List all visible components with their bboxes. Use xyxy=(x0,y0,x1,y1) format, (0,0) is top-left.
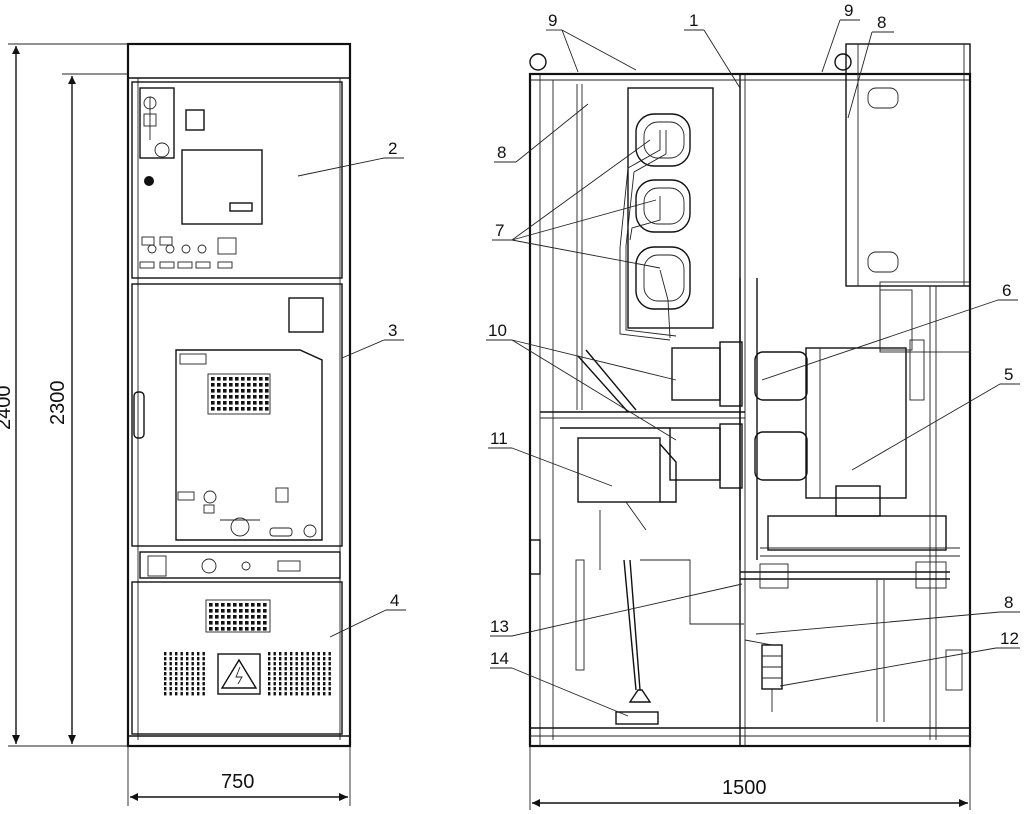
front-cabinet-outline xyxy=(126,42,352,748)
callout-8-left: 8 xyxy=(497,143,506,162)
busbar-insulator-1 xyxy=(635,113,691,167)
dim-cabinet-height: 2300 xyxy=(47,381,69,426)
callout-1: 1 xyxy=(689,11,698,30)
front-vent-grille-upper xyxy=(207,373,271,415)
side-callouts: 1 9 9 8 8 7 10 11 13 xyxy=(486,1,1020,717)
lifting-eye-left xyxy=(529,53,547,71)
dim-side-depth: 1500 xyxy=(722,777,767,799)
lv-compartment-side xyxy=(845,43,971,287)
callout-8-top: 8 xyxy=(877,13,886,32)
breaker-pole-upper xyxy=(754,351,808,401)
lifting-eye-right xyxy=(834,53,852,71)
callout-12: 12 xyxy=(1000,629,1019,648)
breaker-truck xyxy=(767,515,947,551)
front-dimensions: 2400 2300 750 xyxy=(0,43,351,806)
meter-display xyxy=(181,149,263,225)
vacuum-circuit-breaker xyxy=(805,347,907,499)
callout-4: 4 xyxy=(390,591,399,610)
breaker-compartment-door xyxy=(131,283,343,547)
callout-7: 7 xyxy=(495,221,504,240)
busbar-chamber xyxy=(627,87,714,329)
callout-14: 14 xyxy=(490,649,509,668)
callout-6: 6 xyxy=(1002,281,1011,300)
front-callouts: 2 3 4 xyxy=(297,139,406,638)
front-view xyxy=(126,42,352,748)
lower-spout-contact xyxy=(669,427,721,481)
callout-9-left: 9 xyxy=(548,11,557,30)
callout-3: 3 xyxy=(388,321,397,340)
dim-total-height: 2400 xyxy=(0,386,15,431)
low-voltage-compartment xyxy=(131,81,343,279)
callout-8-bottom: 8 xyxy=(1004,593,1013,612)
door-handle xyxy=(133,391,145,439)
breaker-pole-lower xyxy=(754,431,808,481)
callout-9-right: 9 xyxy=(844,1,853,20)
side-dimensions: 1500 xyxy=(529,746,971,810)
front-vent-grille-lower xyxy=(164,599,331,696)
cable-compartment-door xyxy=(131,581,343,735)
callout-10: 10 xyxy=(488,321,507,340)
current-transformer xyxy=(577,437,661,503)
callout-11: 11 xyxy=(490,429,508,448)
high-voltage-warning-icon xyxy=(220,658,258,689)
side-frame xyxy=(528,72,972,748)
side-view xyxy=(528,43,972,748)
callout-13: 13 xyxy=(490,617,509,636)
callout-5: 5 xyxy=(1004,365,1013,384)
upper-spout-contact xyxy=(671,347,721,401)
dim-front-width: 750 xyxy=(221,771,254,793)
busbar-insulator-3 xyxy=(635,246,691,310)
earthing-switch-base xyxy=(615,711,659,725)
callout-2: 2 xyxy=(388,139,397,158)
